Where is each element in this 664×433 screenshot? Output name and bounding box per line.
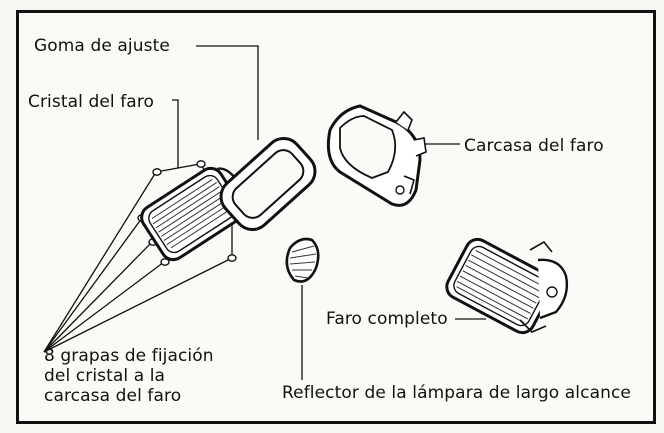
headlight-housing-icon: [326, 104, 427, 207]
diagram-frame: [16, 10, 656, 424]
label-cristal-del-faro: Cristal del faro: [28, 92, 155, 112]
label-carcasa-del-faro: Carcasa del faro: [464, 136, 604, 156]
rubber-gasket-icon: [219, 136, 317, 232]
clip-leader-5: [43, 257, 233, 353]
label-grapas-line-3: carcasa del faro: [44, 386, 182, 406]
goma-leader: [196, 45, 259, 140]
clip-leader-1: [43, 171, 157, 353]
cristal-leader: [172, 99, 179, 168]
clip-leader-4: [43, 261, 165, 353]
label-reflector: Reflector de la lámpara de largo alcance: [282, 383, 631, 403]
label-goma-de-ajuste: Goma de ajuste: [34, 36, 170, 56]
clip-leader-2: [43, 217, 143, 353]
label-grapas-line-2: del cristal a la: [44, 366, 166, 386]
label-faro-completo: Faro completo: [326, 309, 448, 329]
reflector-icon: [285, 237, 320, 283]
headlight-assembly-icon: [445, 237, 569, 335]
label-grapas-line-1: 8 grapas de fijación: [44, 346, 214, 366]
leader-lines: [43, 45, 486, 380]
clip-leader-3: [43, 241, 153, 353]
